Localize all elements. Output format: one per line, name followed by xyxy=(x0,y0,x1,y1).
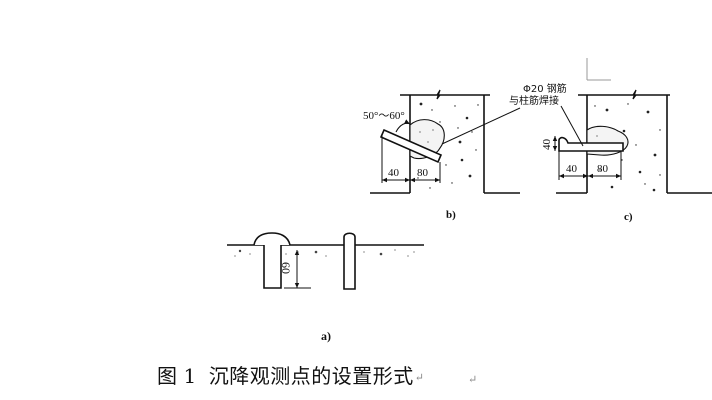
dimension-height: 40 xyxy=(541,139,553,151)
panel-b-column-embedded-bent-bar: 50°～60° 40 80 b) xyxy=(363,89,521,221)
panel-label-a: a) xyxy=(321,329,331,343)
dimension-inner: 80 xyxy=(417,167,429,179)
angle-annotation: 50°～60° xyxy=(363,110,405,122)
callout-rebar-spec: Φ20 钢筋 xyxy=(523,82,567,95)
paragraph-mark-icon: ↵ xyxy=(468,373,478,386)
panel-label-b: b) xyxy=(446,209,456,221)
text-cursor-corner-mark xyxy=(586,58,611,81)
concrete-speckle xyxy=(417,102,479,189)
caption-number: 1 xyxy=(183,364,197,388)
paragraph-mark-icon: ↵ xyxy=(414,371,425,384)
panel-a-ground-embedded-markers: 60 a) xyxy=(227,232,424,343)
dimension-outer: 40 xyxy=(566,163,578,175)
concrete-speckle xyxy=(594,103,661,192)
caption-text: 沉降观测点的设置形式 xyxy=(208,364,414,388)
panel-c-column-embedded-hooked-bar: Φ20 钢筋 与柱筋焊接 40 40 80 c) xyxy=(509,82,712,223)
soil-speckle xyxy=(234,249,415,257)
dimension-inner: 80 xyxy=(597,163,609,175)
panel-label-c: c) xyxy=(624,211,633,223)
callout-weld-note: 与柱筋焊接 xyxy=(509,94,559,107)
caption-prefix: 图 xyxy=(157,364,178,388)
dimension-depth: 60 xyxy=(279,262,293,274)
dimension-outer: 40 xyxy=(388,167,400,179)
